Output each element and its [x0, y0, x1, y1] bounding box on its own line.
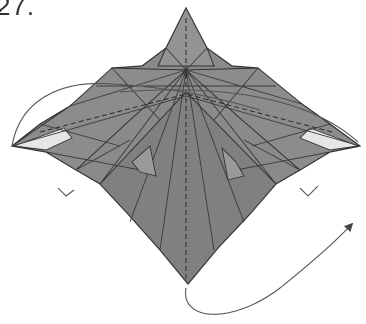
- right-pleat-mark: [300, 186, 318, 196]
- model-body: [12, 8, 360, 284]
- left-pleat-mark: [58, 188, 74, 196]
